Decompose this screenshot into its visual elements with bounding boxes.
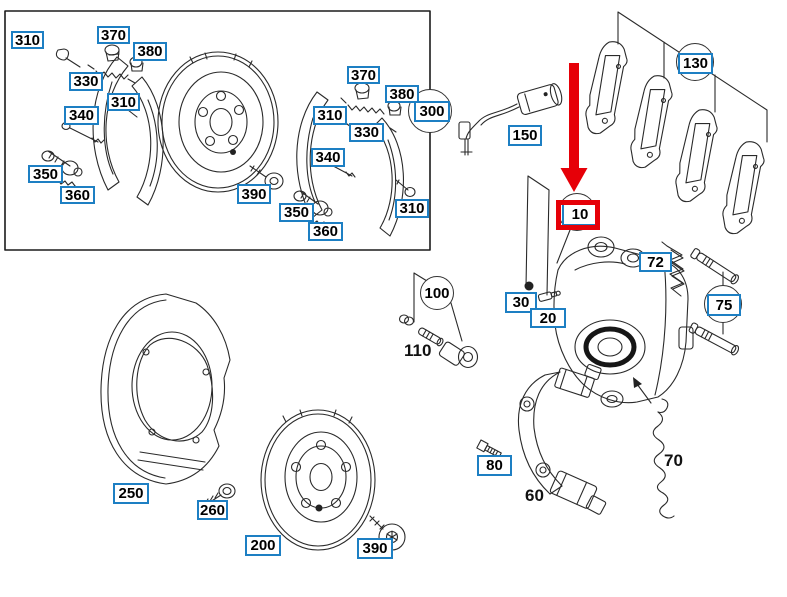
part-number-hotspot[interactable]: 390	[237, 184, 271, 204]
part-number-hotspot[interactable]: 130	[678, 53, 713, 74]
part-number-hotspot[interactable]: 340	[311, 148, 345, 167]
drum-disc-art	[157, 51, 279, 193]
part-number-hotspot[interactable]: 260	[197, 500, 228, 520]
part-number-text: 70	[664, 451, 683, 470]
part-number-hotspot[interactable]: 370	[347, 66, 380, 84]
part-number-hotspot[interactable]: 20	[530, 308, 566, 328]
part-number-hotspot[interactable]: 310	[107, 93, 140, 111]
part-number-hotspot[interactable]: 200	[245, 535, 281, 556]
part-number-hotspot[interactable]: 75	[707, 294, 741, 316]
part-number-hotspot[interactable]: 330	[349, 123, 384, 142]
part-number-hotspot[interactable]: 350	[279, 203, 314, 222]
part-number-hotspot[interactable]: 340	[64, 106, 99, 125]
part-number-hotspot[interactable]: 390	[357, 538, 393, 559]
part-number-hotspot[interactable]: 380	[385, 85, 419, 103]
part-number-hotspot[interactable]: 150	[508, 125, 542, 146]
part-number-hotspot[interactable]: 350	[28, 165, 63, 183]
guide-bushing-art	[398, 272, 479, 369]
shoe-set-left-art	[41, 44, 164, 206]
part-number-hotspot[interactable]: 30	[505, 292, 537, 313]
backing-plate-art	[100, 293, 231, 485]
pad-spring-art	[633, 377, 675, 519]
part-number-hotspot[interactable]: 370	[97, 26, 130, 44]
part-number-hotspot[interactable]: 300	[414, 101, 450, 122]
part-number-hotspot[interactable]: 310	[11, 31, 44, 49]
brake-disc-art	[260, 409, 376, 551]
part-number-hotspot[interactable]: 360	[60, 186, 95, 204]
guide-pins-art	[688, 248, 740, 356]
part-number-hotspot[interactable]: 72	[639, 252, 672, 272]
part-number-hotspot[interactable]: 80	[477, 455, 512, 476]
caliper-carrier-art	[476, 363, 607, 515]
caliper-art	[553, 229, 694, 408]
retaining-spring-art	[661, 241, 685, 297]
part-number-hotspot[interactable]: 250	[113, 483, 149, 504]
part-number-balloon: 100	[420, 276, 454, 310]
part-number-hotspot[interactable]: 380	[133, 42, 167, 61]
part-number-text: 60	[525, 486, 544, 505]
part-number-hotspot[interactable]: 360	[308, 222, 343, 241]
part-number-hotspot[interactable]: 330	[69, 72, 103, 91]
part-number-hotspot[interactable]: 310	[313, 106, 347, 125]
part-number-hotspot[interactable]: 310	[395, 199, 429, 218]
wear-sensor-art	[458, 83, 563, 156]
highlight-box	[556, 200, 600, 230]
part-number-text: 110	[404, 341, 432, 360]
